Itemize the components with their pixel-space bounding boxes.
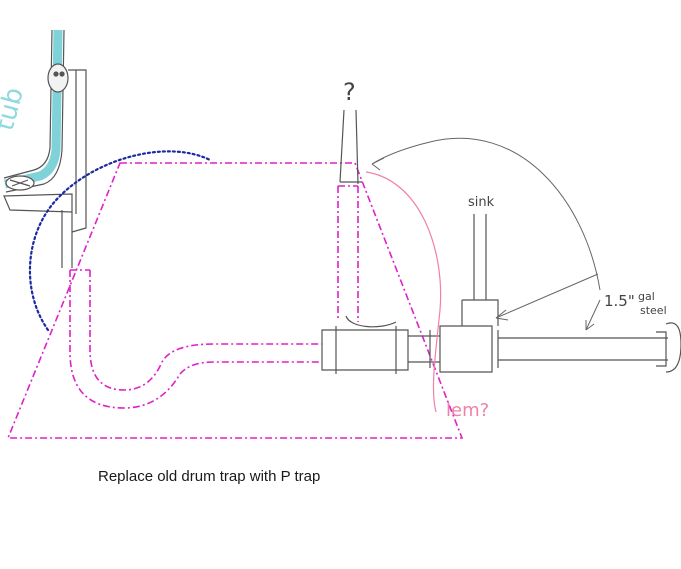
sink-label: sink (468, 195, 495, 210)
arrow-to-fitting (495, 273, 599, 319)
arrow-to-vent (371, 137, 601, 291)
pipe-material-label: gal (638, 290, 655, 303)
overflow-plate (47, 63, 69, 93)
vent-question: ? (343, 78, 356, 106)
pipe-size-label: 1.5" (604, 292, 635, 310)
vent-pipe (339, 109, 362, 185)
arrow-to-steel (585, 299, 601, 331)
pipe-material-label-2: steel (640, 304, 667, 317)
tub-drawing (3, 29, 87, 268)
sink-drain (473, 214, 487, 300)
problem-arc (365, 171, 442, 413)
tub-wall-water (3, 29, 63, 189)
annotation-arrows (371, 137, 601, 331)
drain-fittings (321, 214, 681, 374)
new-p-trap (6, 162, 464, 439)
problem-label: lem? (446, 400, 489, 421)
trap-trapezoid (6, 162, 464, 439)
p-trap-bend (69, 270, 322, 409)
tub-label: tub (0, 84, 30, 133)
diagram-caption: Replace old drum trap with P trap (98, 468, 321, 485)
p-trap-riser (337, 185, 359, 322)
old-drum-trap-outline (28, 150, 212, 332)
